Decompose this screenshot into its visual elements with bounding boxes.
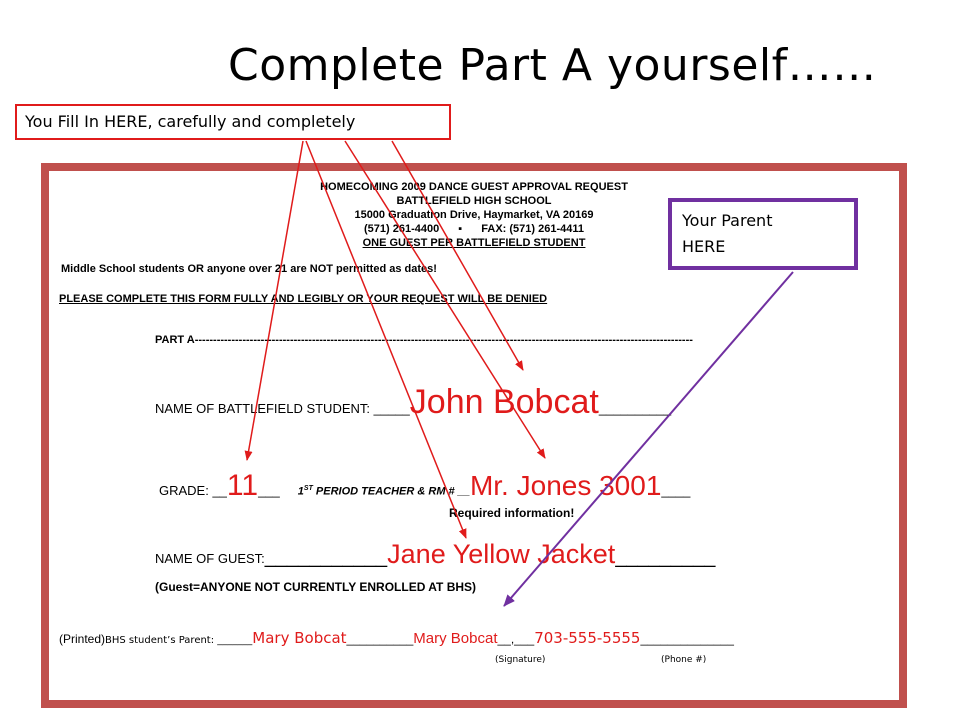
guest-name-row: NAME OF GUEST: ___________ Jane Yellow J… [155, 539, 715, 570]
complete-form-notice: PLEASE COMPLETE THIS FORM FULLY AND LEGI… [59, 293, 548, 305]
bullet-separator: ▪ [458, 223, 463, 235]
grade-row: GRADE: __ 11 ___ 1ST PERIOD TEACHER & RM… [159, 469, 690, 503]
teacher-value[interactable]: Mr. Jones 3001 [469, 470, 662, 501]
guest-name-label: NAME OF GUEST: [155, 551, 265, 566]
one-guest-rest: PER BATTLEFIELD STUDENT [427, 237, 586, 249]
student-name-label: NAME OF BATTLEFIELD STUDENT: _____ [155, 401, 410, 416]
fax-number: FAX: (571) 261-4411 [481, 223, 584, 235]
student-name-trail: __________ [598, 401, 672, 416]
student-name-value[interactable]: John Bobcat [409, 383, 599, 421]
teacher-label: 1ST PERIOD TEACHER & RM # __ [297, 485, 470, 498]
parent-phone[interactable]: 703-555-5555 [534, 629, 641, 647]
guest-definition-note: (Guest=ANYONE NOT CURRENTLY ENROLLED AT … [155, 580, 477, 594]
parent-row: (Printed) BHS student’s Parent: _______ … [59, 629, 734, 647]
guest-name-lead: ___________ [264, 546, 388, 568]
slide-title: Complete Part A yourself…… [228, 40, 877, 91]
middle-school-notice: Middle School students OR anyone over 21… [61, 263, 437, 275]
parent-label-printed: (Printed) [59, 632, 106, 646]
parent-gap: __________ [346, 632, 414, 646]
guest-name-value[interactable]: Jane Yellow Jacket [387, 539, 616, 569]
form-header-title: HOMECOMING 2009 DANCE GUEST APPROVAL REQ… [320, 181, 628, 193]
one-guest-emphasis: ONE GUEST [362, 237, 428, 249]
parent-trail: ______________ [640, 632, 734, 646]
required-info-note: Required information! [449, 506, 575, 520]
student-fill-callout: You Fill In HERE, carefully and complete… [15, 104, 451, 140]
parent-callout: Your Parent HERE [668, 198, 858, 270]
parent-callout-line-1: Your Parent [682, 211, 773, 230]
teacher-trail: ____ [661, 483, 691, 498]
parent-separator: __,___ [497, 632, 535, 646]
parent-label: BHS student’s Parent: _______ [105, 635, 253, 646]
parent-printed-name[interactable]: Mary Bobcat [252, 629, 347, 647]
guest-name-trail: _________ [615, 546, 716, 568]
signature-caption: (Signature) [495, 655, 546, 665]
grade-trail: ___ [258, 483, 280, 498]
phone-caption: (Phone #) [661, 655, 707, 665]
grade-label: GRADE: __ [159, 483, 227, 498]
grade-value[interactable]: 11 [226, 469, 259, 502]
part-a-heading: PART A----------------------------------… [155, 334, 693, 346]
parent-callout-line-2: HERE [682, 237, 726, 256]
phone-number: (571) 261-4400 [364, 223, 440, 235]
student-name-row: NAME OF BATTLEFIELD STUDENT: _____ John … [155, 383, 671, 422]
parent-signature[interactable]: Mary Bobcat [413, 630, 498, 647]
